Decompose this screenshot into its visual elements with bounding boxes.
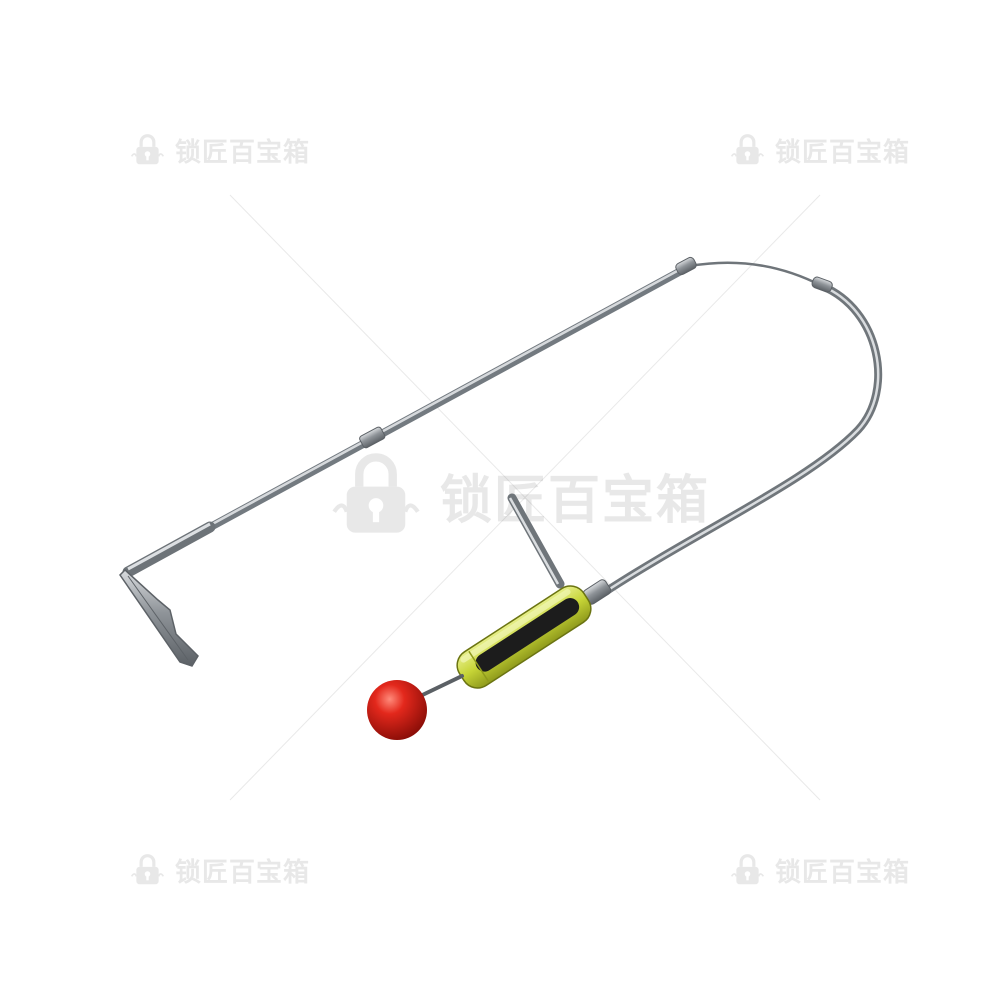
watermark-top-right: 锁匠百宝箱 (730, 125, 910, 175)
watermark-text: 锁匠百宝箱 (774, 137, 910, 168)
tension-bar (507, 493, 565, 589)
watermark-bottom-left: 锁匠百宝箱 (130, 845, 310, 895)
watermark-text: 锁匠百宝箱 (174, 857, 310, 888)
watermark-text: 锁匠百宝箱 (774, 857, 910, 888)
watermark-top-left: 锁匠百宝箱 (130, 125, 310, 175)
padlock-logo-icon (130, 854, 165, 885)
watermark-center: 锁匠百宝箱 (330, 440, 710, 550)
padlock-logo-icon (332, 453, 420, 533)
watermark-text: 锁匠百宝箱 (439, 470, 710, 531)
padlock-logo-icon (730, 134, 765, 165)
watermark-text: 锁匠百宝箱 (174, 137, 310, 168)
cable-wire (689, 261, 823, 288)
watermark-bottom-right: 锁匠百宝箱 (730, 845, 910, 895)
padlock-logo-icon (730, 854, 765, 885)
red-ball-knob (367, 680, 427, 740)
hook-catch (119, 568, 199, 667)
padlock-logo-icon (130, 134, 165, 165)
curved-rod (601, 282, 883, 596)
straight-rod (201, 262, 694, 534)
rod-joint (359, 426, 386, 449)
rod-end-cap (675, 256, 697, 276)
rod-lower-segment (122, 521, 216, 578)
yellow-handle (456, 585, 592, 689)
cable-crimp (811, 276, 833, 293)
